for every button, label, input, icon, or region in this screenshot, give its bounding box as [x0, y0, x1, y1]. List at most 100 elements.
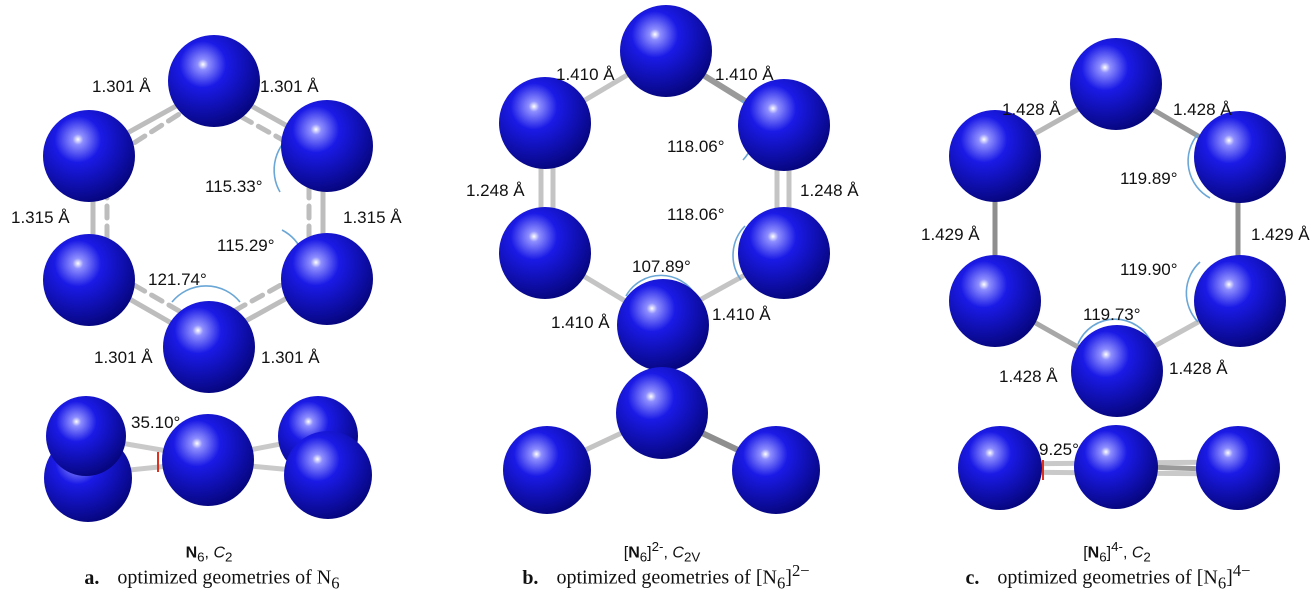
molecule-label-b: [N6]2-, C2V — [512, 539, 812, 565]
bond-length-label: 1.315 Å — [343, 208, 402, 227]
panel-c-angle-arcs — [1077, 133, 1211, 345]
nitrogen-atom — [163, 301, 255, 393]
label-subscript: 6 — [197, 549, 205, 565]
nitrogen-atom — [284, 431, 372, 519]
nitrogen-atom — [732, 426, 820, 514]
caption-close-bracket: ] — [785, 566, 792, 589]
caption-letter: a. — [84, 566, 100, 589]
label-point-group: C — [1131, 544, 1144, 562]
panel-b-top-view: 1.410 Å 1.410 Å 1.248 Å 1.248 Å 1.410 Å … — [466, 5, 859, 371]
label-point-group: C — [672, 544, 684, 562]
nitrogen-atom — [620, 5, 712, 97]
nitrogen-atom — [43, 110, 135, 202]
nitrogen-atom — [1196, 426, 1280, 510]
nitrogen-atom — [499, 77, 591, 169]
bond-length-label: 1.410 Å — [712, 305, 771, 324]
label-separator: , — [663, 544, 673, 562]
nitrogen-atom — [1194, 111, 1286, 203]
nitrogen-atom — [168, 35, 260, 127]
nitrogen-atom — [1194, 255, 1286, 347]
label-separator: , — [1122, 544, 1132, 562]
nitrogen-atom — [958, 426, 1042, 510]
angle-label: 107.89° — [632, 257, 691, 276]
label-bracket: ] — [1106, 544, 1112, 562]
caption-subscript: 6 — [1217, 573, 1227, 593]
angle-label: 119.73° — [1083, 305, 1141, 324]
nitrogen-atom — [617, 279, 709, 371]
angle-label: 118.06° — [667, 137, 725, 156]
label-element: N — [1087, 544, 1100, 562]
nitrogen-atom — [162, 414, 254, 506]
caption-subscript: 6 — [331, 573, 340, 593]
bond-length-label: 1.428 Å — [1169, 359, 1228, 378]
angle-label: 115.33° — [205, 177, 263, 196]
bond-length-label: 1.429 Å — [921, 225, 980, 244]
angle-arc — [1077, 318, 1153, 345]
nitrogen-atom — [43, 234, 135, 326]
label-subscript: 6 — [639, 549, 648, 565]
nitrogen-atom — [949, 110, 1041, 202]
bond-length-label: 1.301 Å — [94, 348, 153, 367]
nitrogen-atom — [738, 79, 830, 171]
angle-label: 115.29° — [217, 236, 275, 255]
angle-arc — [732, 225, 746, 281]
label-bracket: [ — [1083, 544, 1088, 562]
label-separator: , — [204, 544, 214, 562]
nitrogen-atom — [281, 233, 373, 325]
angle-arc — [1187, 133, 1211, 199]
bond-length-label: 1.410 Å — [556, 65, 615, 84]
label-point-group-subscript: 2V — [683, 549, 701, 565]
panel-c-side-view: 9.25° — [958, 425, 1280, 510]
caption-superscript: 2− — [791, 561, 810, 580]
label-element: N — [185, 544, 198, 562]
caption-subscript: 6 — [776, 573, 786, 593]
bond-length-label: 1.301 Å — [92, 77, 151, 96]
bond-length-label: 1.429 Å — [1251, 225, 1310, 244]
nitrogen-atom — [1074, 425, 1158, 509]
bond-length-label: 1.410 Å — [715, 65, 774, 84]
nitrogen-atom — [281, 100, 373, 192]
caption-letter: b. — [522, 566, 539, 589]
caption-letter: c. — [965, 566, 980, 589]
molecule-label-c: [N6]4-, C2 — [967, 539, 1267, 565]
dihedral-angle-label: 35.10° — [131, 413, 180, 432]
bond-length-label: 1.315 Å — [11, 208, 70, 227]
label-charge: 4- — [1111, 539, 1123, 554]
nitrogen-atom — [949, 255, 1041, 347]
dihedral-angle-label: 9.25° — [1039, 440, 1079, 459]
bond-length-label: 1.428 Å — [999, 367, 1058, 386]
nitrogen-atom — [503, 426, 591, 514]
label-point-group: C — [213, 544, 225, 562]
panel-a-side-view: 35.10° — [44, 396, 372, 522]
nitrogen-atom — [46, 396, 126, 476]
angle-label: 119.90° — [1120, 260, 1178, 279]
label-bracket: ] — [647, 544, 652, 562]
caption-text: optimized geometries of [N — [556, 566, 777, 589]
panel-a-labels: 1.301 Å 1.301 Å 1.315 Å 1.315 Å 1.301 Å … — [11, 77, 402, 367]
caption-close-bracket: ] — [1226, 566, 1233, 589]
label-charge: 2- — [651, 539, 664, 554]
panel-c-top-view: 1.428 Å 1.428 Å 1.429 Å 1.429 Å 1.428 Å … — [921, 38, 1310, 417]
bond-length-label: 1.428 Å — [1002, 100, 1061, 119]
caption-text: optimized geometries of [N — [997, 566, 1218, 589]
bond-length-label: 1.410 Å — [551, 313, 610, 332]
bond-length-label: 1.301 Å — [260, 77, 319, 96]
nitrogen-atom — [499, 207, 591, 299]
caption-superscript: 4− — [1232, 561, 1251, 580]
caption-b: b. optimized geometries of [N6]2− — [466, 561, 866, 594]
label-point-group-subscript: 2 — [1143, 549, 1151, 565]
panel-b-side-view — [503, 367, 820, 514]
label-element: N — [628, 544, 640, 562]
label-subscript: 6 — [1099, 549, 1107, 565]
angle-arc — [625, 274, 697, 297]
nitrogen-atom — [1070, 38, 1162, 130]
caption-c: c. optimized geometries of [N6]4− — [908, 561, 1308, 594]
nitrogen-atom — [1071, 325, 1163, 417]
angle-label: 119.89° — [1120, 169, 1178, 188]
bond-length-label: 1.248 Å — [800, 181, 859, 200]
panel-a-top-view: 1.301 Å 1.301 Å 1.315 Å 1.315 Å 1.301 Å … — [11, 35, 402, 393]
bond-length-label: 1.248 Å — [466, 181, 525, 200]
caption-text: optimized geometries of N — [117, 566, 332, 589]
nitrogen-atom — [738, 207, 830, 299]
